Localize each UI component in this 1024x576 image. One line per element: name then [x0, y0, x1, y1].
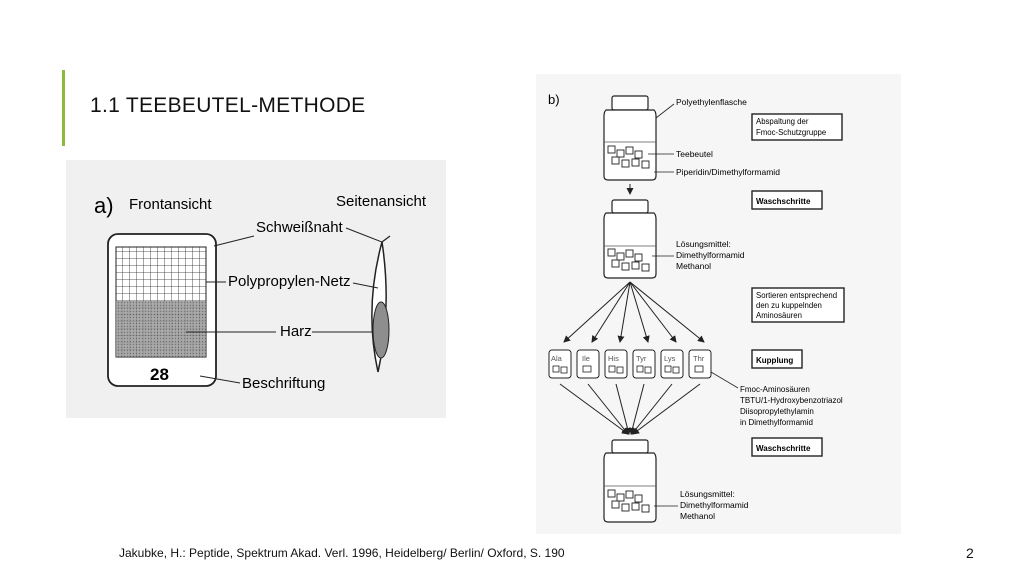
vial-his — [604, 349, 628, 379]
front-view-label: Frontansicht — [129, 196, 212, 213]
slide-title: 1.1 TEEBEUTEL-METHODE — [90, 94, 366, 117]
footer-citation: Jakubke, H.: Peptide, Spektrum Akad. Ver… — [119, 546, 565, 560]
side-view-label: Seitenansicht — [336, 193, 427, 210]
bottle1-label-flask: Polyethylenflasche — [676, 97, 747, 107]
step-sort-line1: Sortieren entsprechend — [756, 291, 837, 300]
bottle-2 — [603, 199, 657, 279]
bottle2-label-1: Dimethylformamid — [676, 250, 745, 260]
step-box-sort — [751, 287, 845, 323]
leader-lines — [186, 227, 383, 384]
vial-label-lys: Lys — [664, 354, 676, 363]
reagent-line-1: TBTU/1-Hydroxybenzotriazol — [740, 396, 843, 405]
resin-side — [372, 301, 390, 359]
seam-line — [381, 235, 391, 243]
step-box-deprotection — [751, 113, 843, 141]
step-deprotection-line1: Abspaltung der — [756, 117, 809, 126]
label-caption: Beschriftung — [242, 375, 325, 392]
vial-thr — [688, 349, 712, 379]
step-deprotection-line2: Fmoc-Schutzgruppe — [756, 128, 826, 137]
vial-label-thr: Thr — [693, 354, 705, 363]
vial-label-tyr: Tyr — [636, 354, 647, 363]
reagent-line-0: Fmoc-Aminosäuren — [740, 385, 810, 394]
panel-label-b: b) — [548, 92, 560, 107]
figure-a-diagram: a) Frontansicht Seitenansicht 28 Schweiß… — [94, 193, 427, 392]
vial-label-ala: Ala — [551, 354, 563, 363]
bottle1-leaders — [648, 103, 675, 173]
panel-label-a: a) — [94, 193, 114, 218]
resin-fill — [116, 301, 206, 357]
bottle2-label-0: Lösungsmittel: — [676, 239, 731, 249]
accent-bar — [62, 70, 65, 146]
step-box-coupling — [751, 349, 803, 369]
bottle1-label-teabag: Teebeutel — [676, 149, 713, 159]
step-box-wash-1 — [751, 190, 823, 210]
vial-lys — [660, 349, 684, 379]
bottle2-label-2: Methanol — [676, 261, 711, 271]
step-sort-line2: den zu kuppelnden — [756, 301, 822, 310]
bottle3-label-2: Methanol — [680, 511, 715, 521]
step-wash-2: Waschschritte — [756, 444, 811, 453]
label-resin: Harz — [280, 323, 312, 340]
label-weld-seam: Schweißnaht — [256, 219, 344, 236]
converge-arrows — [559, 383, 701, 435]
reagent-leader — [710, 371, 739, 389]
figure-b-diagram: b) Polyethylenflasche Teebeutel Piperidi… — [548, 92, 845, 523]
vial-ala — [548, 349, 572, 379]
bag-number: 28 — [150, 365, 169, 384]
reagent-line-3: in Dimethylformamid — [740, 418, 813, 427]
fan-out-arrows — [563, 281, 705, 343]
vial-ile — [576, 349, 600, 379]
page-number: 2 — [966, 545, 974, 561]
step-wash-1: Waschschritte — [756, 197, 811, 206]
vial-label-ile: Ile — [582, 354, 590, 363]
step-box-wash-2 — [751, 437, 823, 457]
bottle-3 — [603, 439, 657, 523]
bottle3-label-0: Lösungsmittel: — [680, 489, 735, 499]
figure-a: a) Frontansicht Seitenansicht 28 Schweiß… — [66, 160, 446, 418]
step-sort-line3: Aminosäuren — [756, 311, 802, 320]
reagent-line-2: Diisopropylethylamin — [740, 407, 814, 416]
label-net: Polypropylen-Netz — [228, 273, 351, 290]
figure-b: b) Polyethylenflasche Teebeutel Piperidi… — [536, 74, 901, 534]
bottle1-label-solvent: Piperidin/Dimethylformamid — [676, 167, 780, 177]
step-coupling: Kupplung — [756, 356, 793, 365]
bottle-1 — [603, 95, 657, 181]
bottle3-label-1: Dimethylformamid — [680, 500, 749, 510]
vial-tyr — [632, 349, 656, 379]
vial-label-his: His — [608, 354, 619, 363]
